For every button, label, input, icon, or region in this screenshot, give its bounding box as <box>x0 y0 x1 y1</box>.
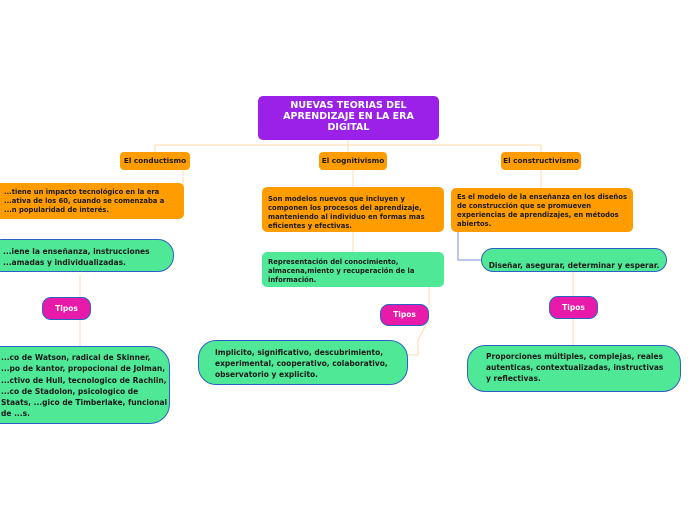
branch-conductismo[interactable]: El conductismo <box>120 152 190 170</box>
tipos-label: Tipos <box>393 310 416 319</box>
branch-cognitivismo[interactable]: El cognitivismo <box>319 152 387 170</box>
branch-label: El constructivismo <box>503 156 579 165</box>
tipos-label: Tipos <box>55 304 78 313</box>
card-text: Es el modelo de la enseñanza en los dise… <box>457 193 627 228</box>
pill-text: ...iene la enseñanza, instrucciones ...a… <box>3 247 150 267</box>
types-text: Proporciones múltiples, complejas, reale… <box>486 352 664 383</box>
cognitivismo-types[interactable]: Implicito, significativo, descubrimiento… <box>198 340 408 385</box>
card-text: Representación del conocimiento, almacen… <box>268 258 415 284</box>
root-topic[interactable]: NUEVAS TEORIAS DEL APRENDIZAJE EN LA ERA… <box>258 96 439 140</box>
constructivismo-tipos[interactable]: Tipos <box>549 296 598 319</box>
cognitivismo-tipos[interactable]: Tipos <box>380 304 429 326</box>
card-text: Son modelos nuevos que incluyen y compon… <box>268 195 425 230</box>
conductismo-tipos[interactable]: Tipos <box>42 297 91 320</box>
branch-label: El conductismo <box>123 156 187 165</box>
tipos-label: Tipos <box>562 303 585 312</box>
constructivismo-detail[interactable]: Diseñar, asegurar, determinar y esperar. <box>481 248 667 272</box>
conductismo-detail[interactable]: ...iene la enseñanza, instrucciones ...a… <box>0 239 174 272</box>
root-title: NUEVAS TEORIAS DEL APRENDIZAJE EN LA ERA… <box>283 100 414 133</box>
conductismo-types[interactable]: ...co de Watson, radical de Skinner, ...… <box>0 346 170 424</box>
pill-text: Diseñar, asegurar, determinar y esperar. <box>488 261 660 270</box>
card-text: ...tiene un impacto tecnológico en la er… <box>4 188 165 214</box>
types-text: Implicito, significativo, descubrimiento… <box>215 348 388 379</box>
cognitivismo-description[interactable]: Son modelos nuevos que incluyen y compon… <box>262 187 444 232</box>
types-text: ...co de Watson, radical de Skinner, ...… <box>1 353 168 419</box>
conductismo-description[interactable]: ...tiene un impacto tecnológico en la er… <box>0 183 184 219</box>
branch-label: El cognitivismo <box>321 156 385 165</box>
constructivismo-types[interactable]: Proporciones múltiples, complejas, reale… <box>467 345 681 392</box>
cognitivismo-detail[interactable]: Representación del conocimiento, almacen… <box>262 252 444 287</box>
constructivismo-description[interactable]: Es el modelo de la enseñanza en los dise… <box>451 188 633 232</box>
branch-constructivismo[interactable]: El constructivismo <box>501 152 581 170</box>
